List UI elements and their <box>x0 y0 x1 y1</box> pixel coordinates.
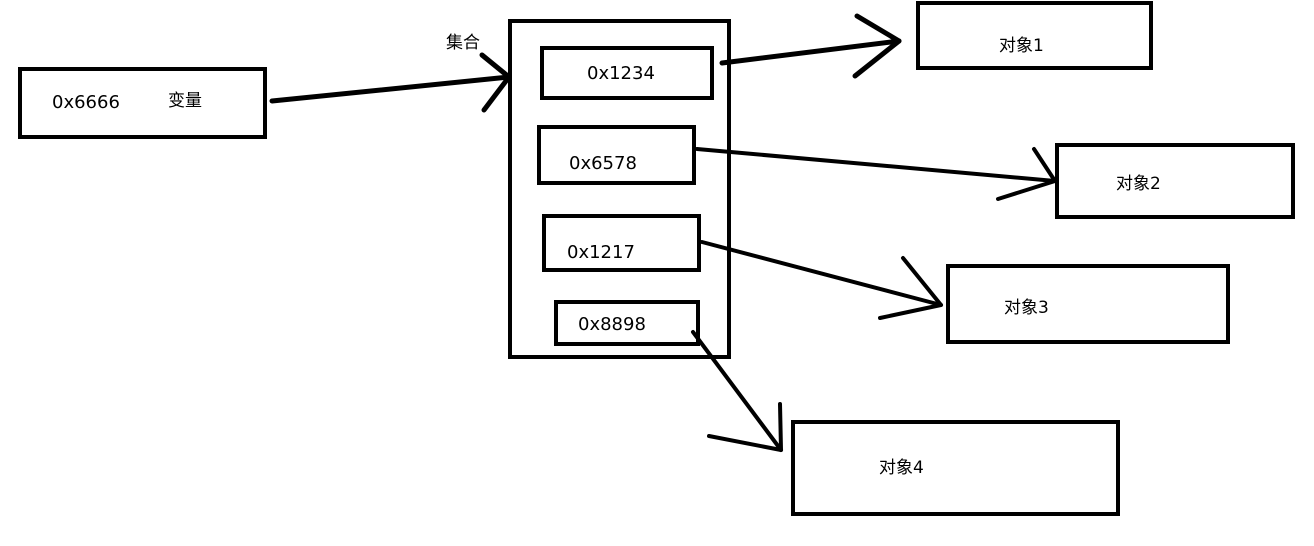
collection-entry-2: 0x6578 <box>569 153 637 174</box>
arrow-entry-4-to-object-4 <box>691 330 783 452</box>
arrow-shaft <box>700 240 943 307</box>
arrow-head <box>878 256 943 320</box>
arrow-shaft <box>695 147 1057 183</box>
object-node-4: 对象4 <box>791 420 1120 516</box>
object-label-1: 对象1 <box>999 36 1044 56</box>
arrow-shaft <box>269 74 512 104</box>
collection-entry-3: 0x1217 <box>567 242 635 263</box>
object-label-4: 对象4 <box>879 458 924 478</box>
object-node-2: 对象2 <box>1055 143 1295 219</box>
object-box-4 <box>791 420 1120 516</box>
arrow-head <box>852 13 902 79</box>
object-box-3 <box>946 264 1230 344</box>
object-box-1 <box>916 1 1153 70</box>
arrow-head <box>479 52 512 113</box>
collection-node: 0x1234 0x6578 0x1217 0x8898 <box>508 19 731 359</box>
arrow-variable-to-collection <box>269 52 512 113</box>
collection-entry-4: 0x8898 <box>578 314 646 335</box>
arrow-shaft <box>691 330 783 452</box>
arrow-head <box>996 147 1057 201</box>
collection-entry-1: 0x1234 <box>587 63 655 84</box>
object-label-3: 对象3 <box>1004 298 1049 318</box>
arrow-entry-3-to-object-3 <box>700 240 943 320</box>
collection-entry-box-4 <box>554 300 700 346</box>
arrow-entry-1-to-object-1 <box>719 13 902 79</box>
collection-label: 集合 <box>446 33 480 53</box>
collection-entry-box-2 <box>537 125 696 185</box>
variable-address: 0x6666 <box>52 92 120 113</box>
object-label-2: 对象2 <box>1116 174 1161 194</box>
variable-box <box>18 67 267 139</box>
collection-entry-box-1 <box>540 46 714 100</box>
variable-label: 变量 <box>168 91 202 111</box>
object-node-3: 对象3 <box>946 264 1230 344</box>
arrow-head <box>707 402 783 452</box>
variable-node: 0x6666 变量 <box>18 67 267 139</box>
arrow-shaft <box>719 38 902 66</box>
object-node-1: 对象1 <box>916 1 1153 70</box>
object-box-2 <box>1055 143 1295 219</box>
collection-entry-box-3 <box>542 214 701 272</box>
arrow-entry-2-to-object-2 <box>695 147 1057 201</box>
